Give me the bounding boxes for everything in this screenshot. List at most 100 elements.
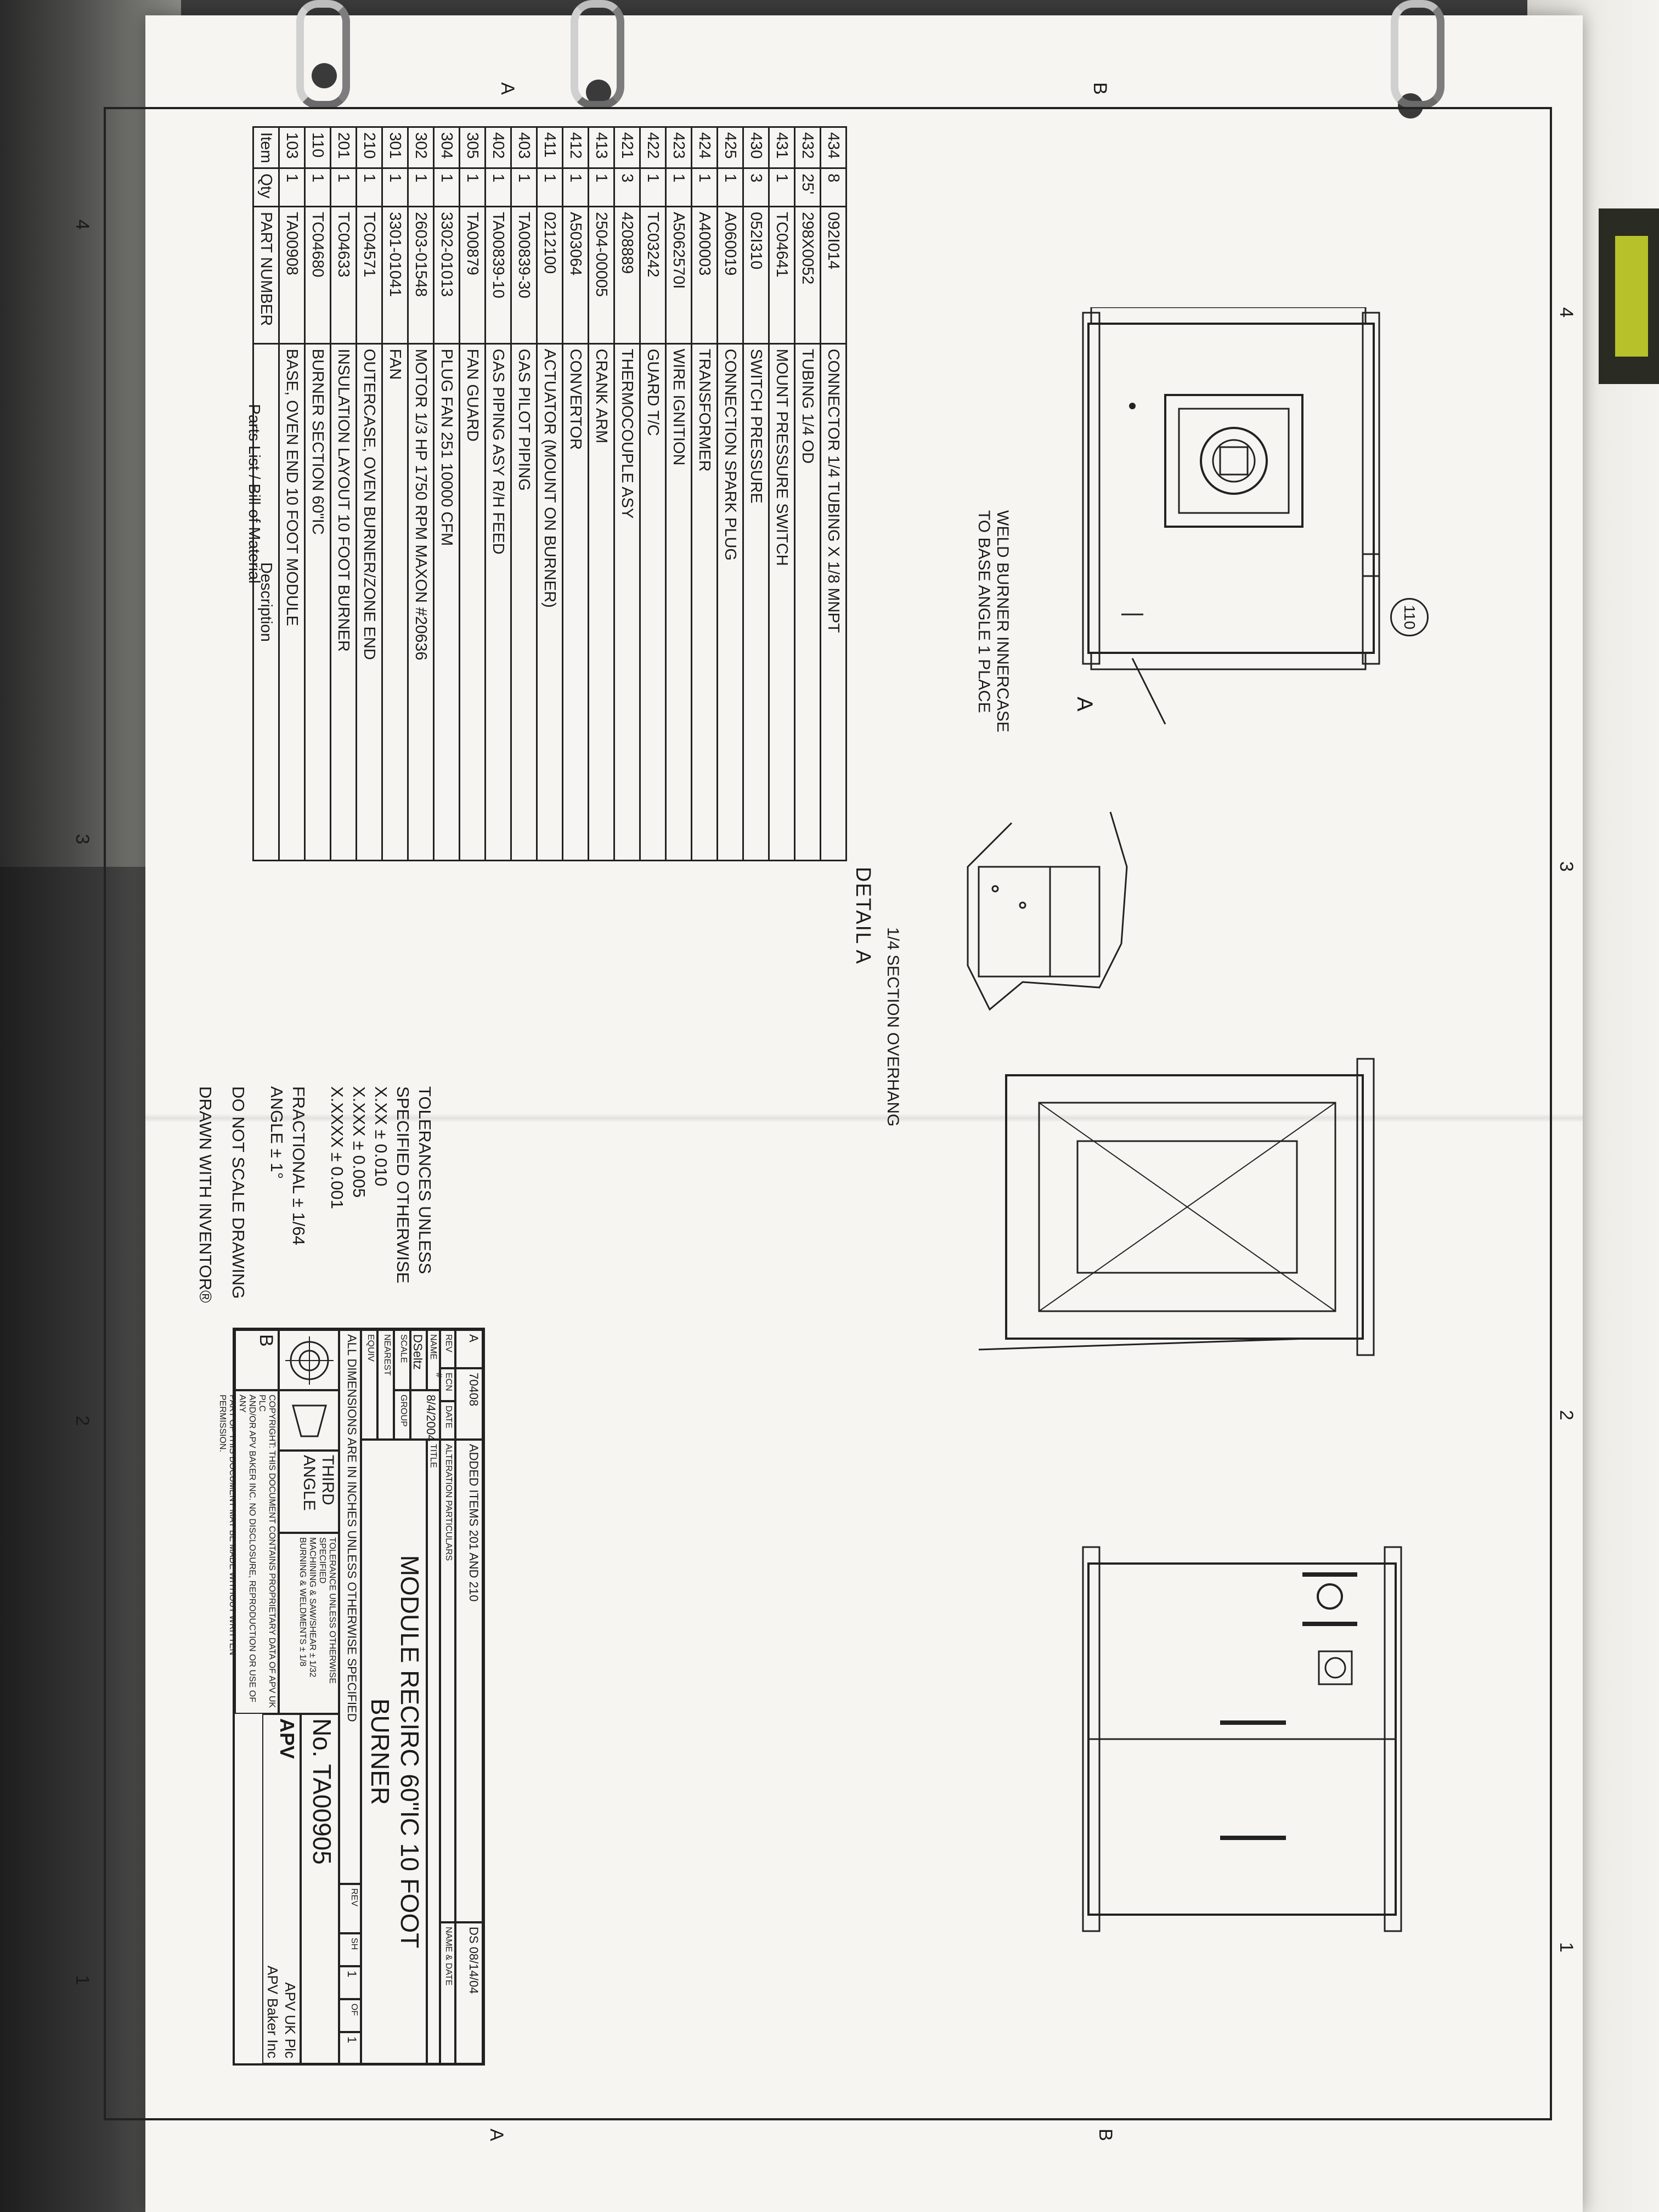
binder-ring [571,0,624,109]
eco-label: ECN # [434,1368,455,1401]
projection-cone [279,1390,339,1451]
company-box: APV APV UK Plc APV Baker Inc [262,1714,301,2064]
projection-line1: THIRD [319,1455,337,1505]
zone-right-B: B [1095,2129,1116,2141]
third-angle-icon [285,1336,334,1385]
bom-qty: 1 [640,168,666,207]
bom-caption: Parts List / Bill of Material [245,404,263,584]
bom-part-number: 092I014 [820,206,847,344]
binder-hole [312,63,337,88]
bom-part-number: A503064 [562,206,589,344]
bom-description: CONVERTOR [562,343,589,861]
binder-ring [296,0,350,109]
bom-part-number: 3302-01013 [433,206,460,344]
zone-bottom-1: 1 [72,1975,93,1985]
bom-qty: 3 [743,168,769,207]
zone-bottom-2: 2 [72,1415,93,1426]
bom-description: OUTERCASE, OVEN BURNER/ZONE END [356,343,382,861]
title-block: A 70408 ADDED ITEMS 201 AND 210 DS 08/14… [218,1328,485,2066]
projection-line2: ANGLE [300,1455,318,1511]
bom-qty: 1 [382,168,408,207]
bom-item: 421 [614,127,640,168]
weld-note: WELD BURNER INNERCASE TO BASE ANGLE 1 PL… [974,510,1012,732]
projection-symbol [279,1330,339,1390]
equiv-label: EQUIV [361,1330,377,1440]
zone-top-2: 2 [1556,1410,1577,1420]
drawing-title-line2: BURNER [366,1698,394,1805]
bom-part-number: 298X0052 [794,206,821,344]
bom-description: MOUNT PRESSURE SWITCH [769,343,795,861]
bom-item: 403 [511,127,537,168]
bom-description: SWITCH PRESSURE [743,343,769,861]
tolerance-line: DRAWN WITH INVENTOR® [196,1086,215,1303]
bom-part-number: 0212100 [537,206,563,344]
scale-label: SCALE [394,1330,410,1390]
zone-left-A: A [497,82,518,95]
bom-qty: 1 [485,168,511,207]
cone-icon [292,1404,327,1437]
bom-item: 430 [743,127,769,168]
bom-item: 301 [382,127,408,168]
title-label: TITLE [427,1440,440,2064]
company-baker: APV Baker Inc [264,1965,281,2058]
paper-fold [145,1114,1583,1122]
tolerance-line: FRACTIONAL ± 1/64 [289,1086,308,1245]
front-view [1082,307,1380,725]
name-label: NAME [427,1330,440,1390]
rev-label: REV [440,1330,455,1368]
bom-qty: 1 [304,168,331,207]
group-label: GROUP [394,1390,410,1440]
tolerance-notes: TOLERANCES UNLESS SPECIFIED OTHERWISE X.… [194,1086,436,1303]
eco-number: 70408 [455,1368,483,1440]
bom-item: 302 [408,127,434,168]
date-label: DATE [440,1401,455,1440]
bom-qty: 1 [769,168,795,207]
bom-description: BASE, OVEN END 10 FOOT MODULE [279,343,305,861]
bom-item: 431 [769,127,795,168]
bom-description: FAN [382,343,408,861]
drawn-date: 8/4/2004 [410,1390,440,1442]
bom-description: PLUG FAN 251 10000 CFM [433,343,460,861]
bom-description: CONNECTION SPARK PLUG [717,343,743,861]
tolerance-box-line3: BURNING & WELDMENTS ± 1/8 [298,1537,307,1667]
bom-part-number: TC04633 [330,206,357,344]
tolerance-line: X.XX ± 0.010 [371,1086,391,1187]
bom-part-number: A060019 [717,206,743,344]
bom-item: 413 [588,127,614,168]
bom-description: GAS PILOT PIPING [511,343,537,861]
bom-description: CRANK ARM [588,343,614,861]
rev-box-label: REV [339,1884,361,1933]
tolerance-line: X.XXXX ± 0.001 [328,1086,347,1209]
bom-part-number: 052I310 [743,206,769,344]
bom-item: 423 [665,127,692,168]
overhang-note: 1/4 SECTION OVERHANG [884,927,902,1127]
tolerance-line: X.XXX ± 0.005 [349,1086,369,1198]
bom-description: GAS PIPING ASY R/H FEED [485,343,511,861]
rev-letter: A [455,1330,483,1368]
bom-part-number: 3301-01041 [382,206,408,344]
rear-view [1082,1546,1402,1932]
bom-qty: 1 [562,168,589,207]
copyright-line1: COPYRIGHT: THIS DOCUMENT CONTAINS PROPRI… [257,1395,276,1708]
of-label: OF [339,1999,361,2032]
bom-part-number: 4208889 [614,206,640,344]
zone-top-1: 1 [1556,1942,1577,1953]
bom-description: GUARD T/C [640,343,666,861]
rev-name-date: DS 08/14/04 [455,1922,483,2064]
bom-part-number: TC04641 [769,206,795,344]
bom-item: 103 [279,127,305,168]
detail-a-view [967,811,1128,1011]
bom-item: 110 [304,127,331,168]
bom-item: 424 [691,127,718,168]
drawing-title: MODULE RECIRC 60"IC 10 FOOT BURNER [361,1440,427,2064]
binder-ring [1391,0,1444,109]
zone-bottom-3: 3 [72,834,93,844]
